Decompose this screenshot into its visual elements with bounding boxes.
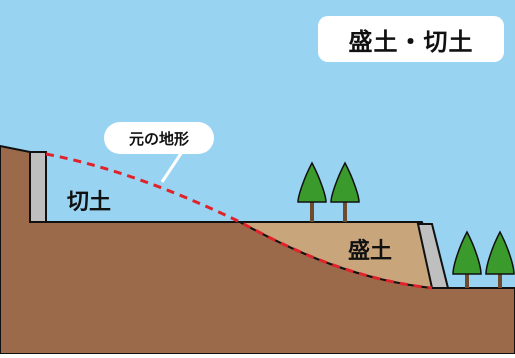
tree: [330, 161, 360, 222]
title-box: 盛土・切土: [318, 16, 504, 62]
cut-label: 切土: [67, 190, 112, 215]
original-ground-label: 元の地形: [128, 129, 189, 148]
title: 盛土・切土: [348, 27, 474, 56]
tree: [452, 230, 482, 288]
original-ground-callout: 元の地形: [104, 122, 214, 154]
fill-label: 盛土: [348, 239, 393, 264]
retaining-wall-cut: [29, 151, 47, 223]
tree: [297, 161, 327, 222]
tree: [485, 230, 515, 288]
callout-pointer: [160, 151, 184, 183]
retaining-wall-fill: [416, 223, 450, 289]
